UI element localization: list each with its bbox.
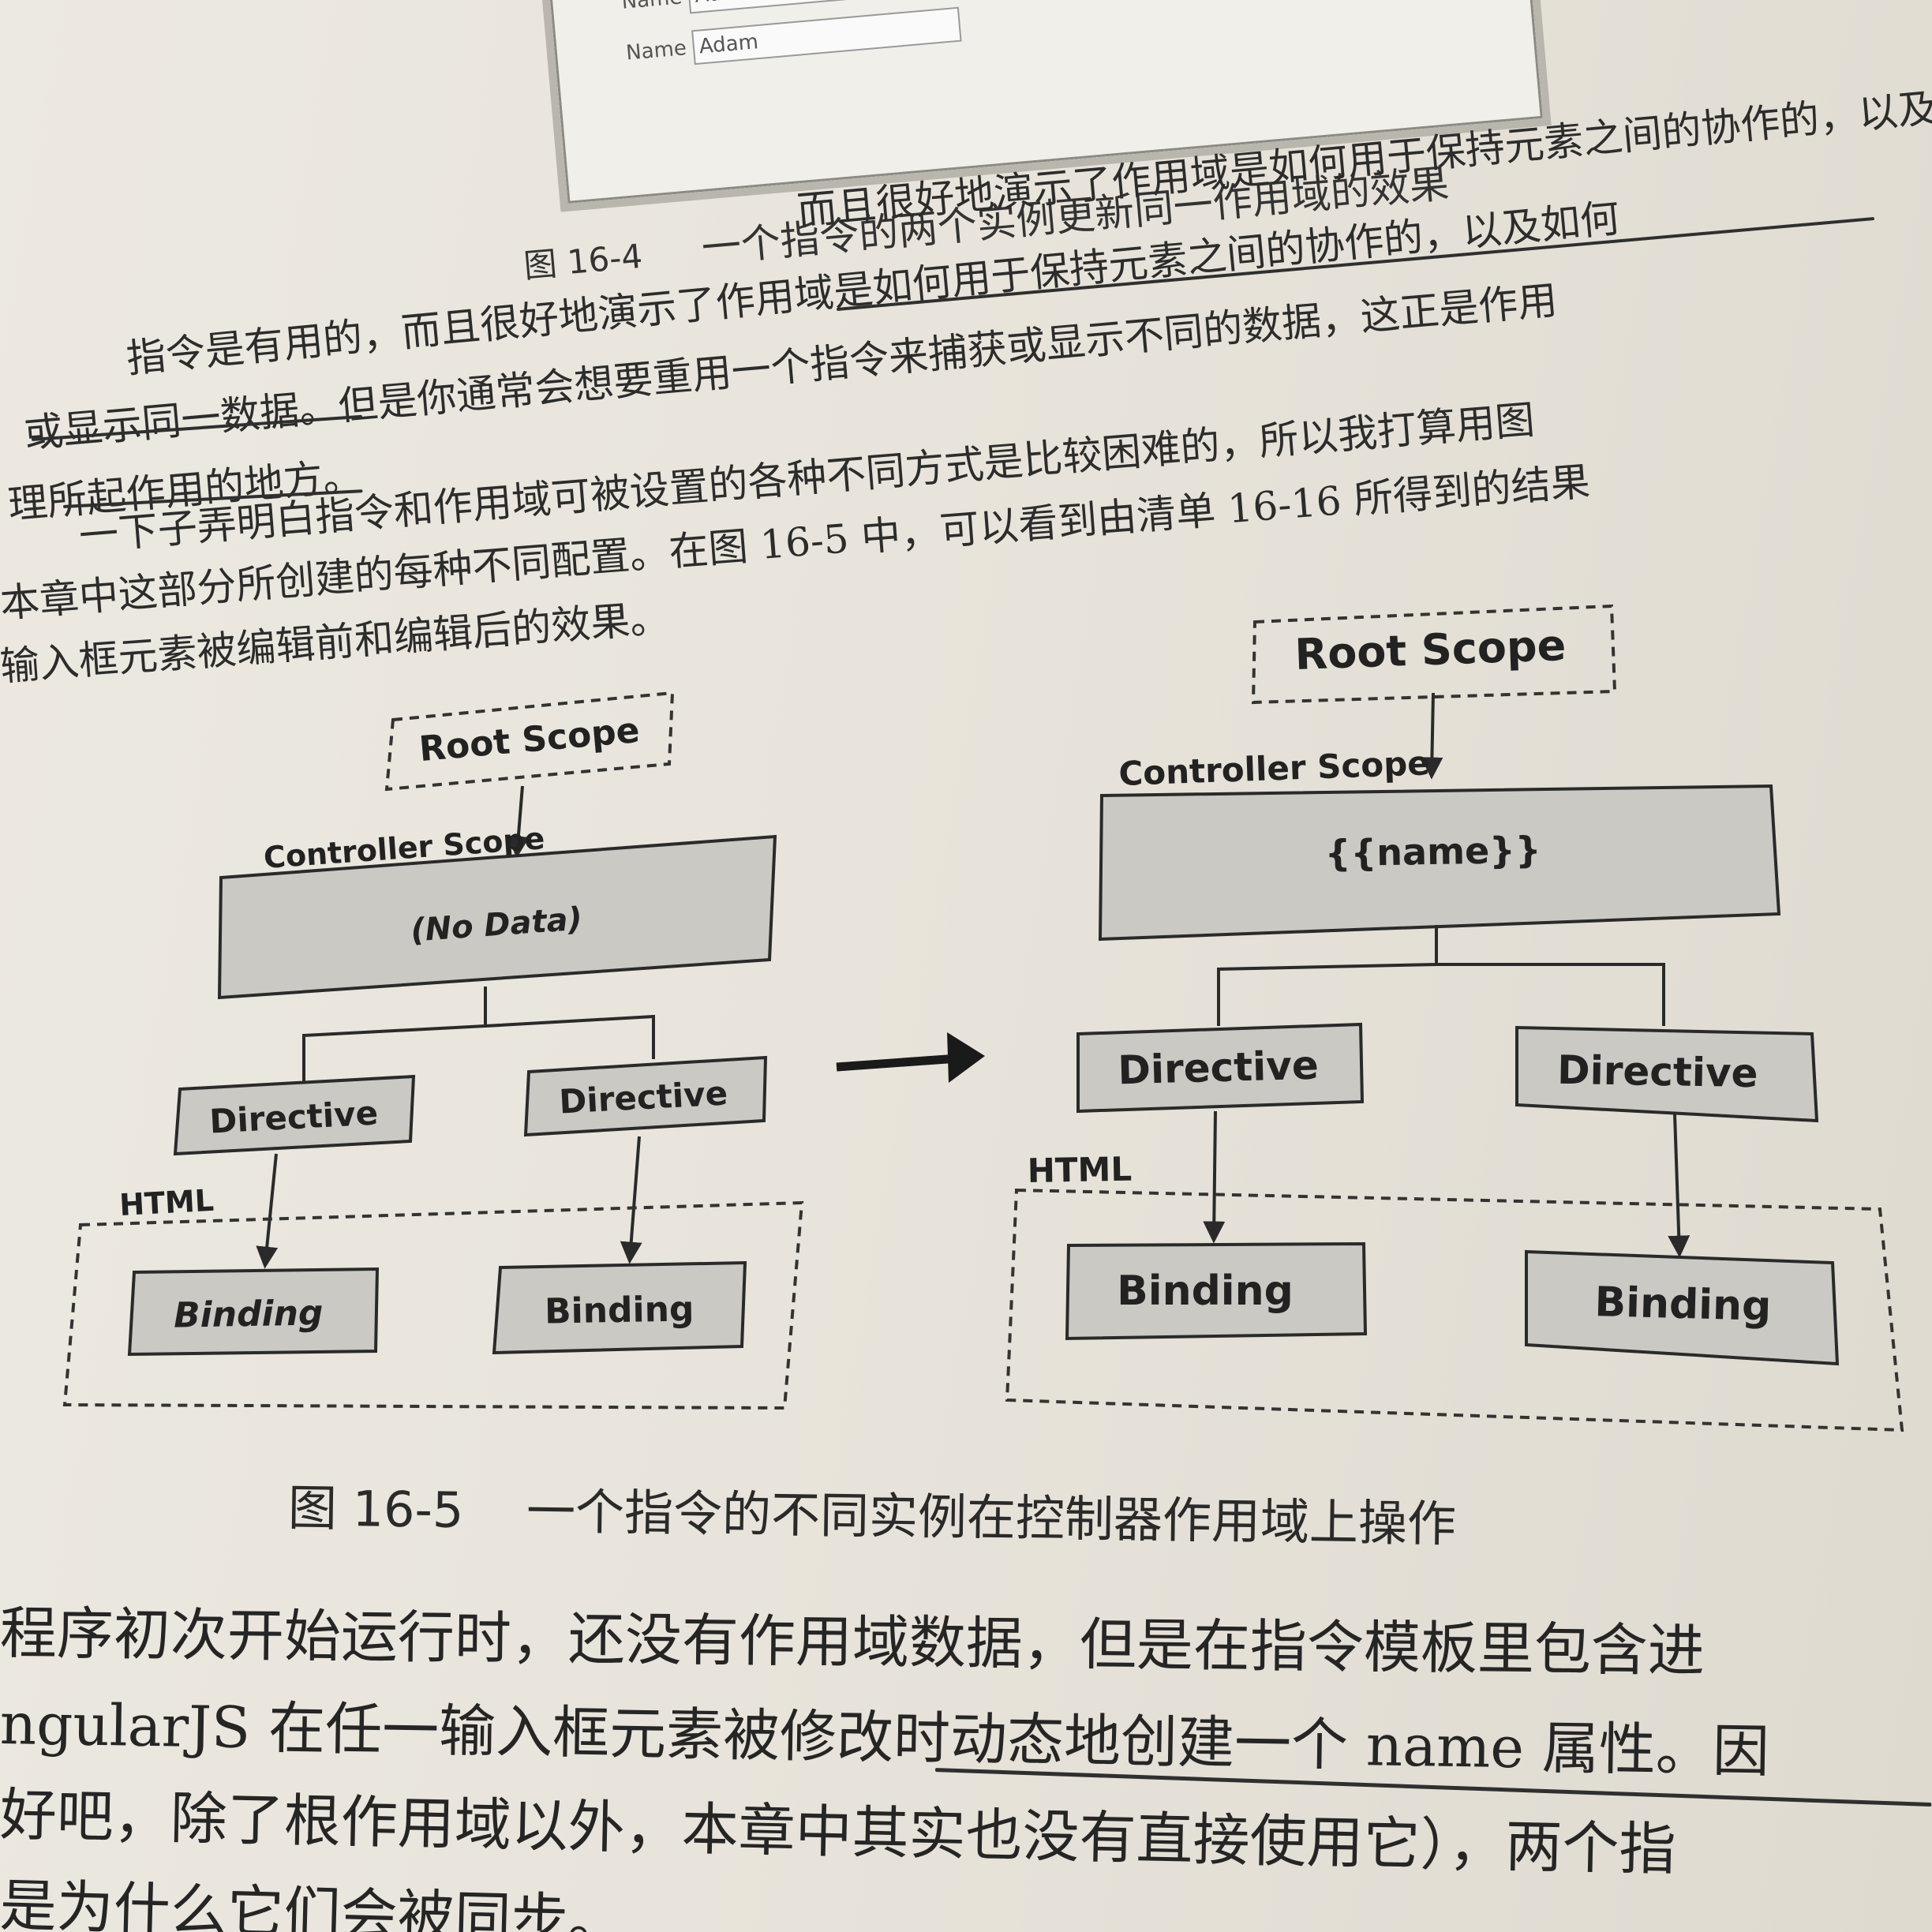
root-scope-box	[384, 691, 675, 792]
directive-label: Directive	[558, 1073, 728, 1121]
binding-label: Binding	[1594, 1279, 1772, 1331]
figure-number: 图 16-5	[287, 1479, 464, 1540]
html-label: HTML	[118, 1183, 215, 1222]
directive-box	[173, 1074, 416, 1156]
controller-scope-box	[217, 834, 777, 1000]
directive-box	[523, 1055, 768, 1137]
arrow-head-icon	[947, 1032, 985, 1083]
figure-caption-text: 一个指令的不同实例在控制器作用域上操作	[526, 1482, 1457, 1553]
root-scope-label: Root Scope	[417, 710, 641, 769]
directive-label: Directive	[1118, 1043, 1320, 1094]
binding-box	[1525, 1249, 1840, 1366]
html-box	[1005, 1188, 1904, 1432]
binding-label: Binding	[174, 1293, 324, 1335]
binding-label: Binding	[545, 1289, 695, 1331]
right-diagram: Root Scope Controller Scope {{name}} Dir…	[1005, 604, 1904, 1432]
binding-label: Binding	[1117, 1267, 1294, 1315]
directive-label: Directive	[208, 1093, 379, 1140]
directive-box	[1515, 1025, 1819, 1123]
root-scope-label: Root Scope	[1294, 620, 1567, 680]
binding-box	[1065, 1241, 1368, 1341]
html-box	[62, 1200, 804, 1410]
binding-box	[127, 1267, 380, 1357]
controller-content: {{name}}	[1324, 829, 1541, 875]
root-scope-box	[1251, 604, 1617, 705]
directive-label: Directive	[1557, 1047, 1758, 1096]
controller-scope-label: Controller Scope	[1118, 743, 1431, 793]
left-diagram: Root Scope Controller Scope (No Data) Di…	[62, 691, 804, 1410]
transition-arrow	[836, 1053, 970, 1072]
directive-box	[1076, 1022, 1365, 1114]
controller-scope-box	[1098, 784, 1781, 942]
html-label: HTML	[1027, 1150, 1132, 1190]
binding-box	[492, 1260, 747, 1355]
